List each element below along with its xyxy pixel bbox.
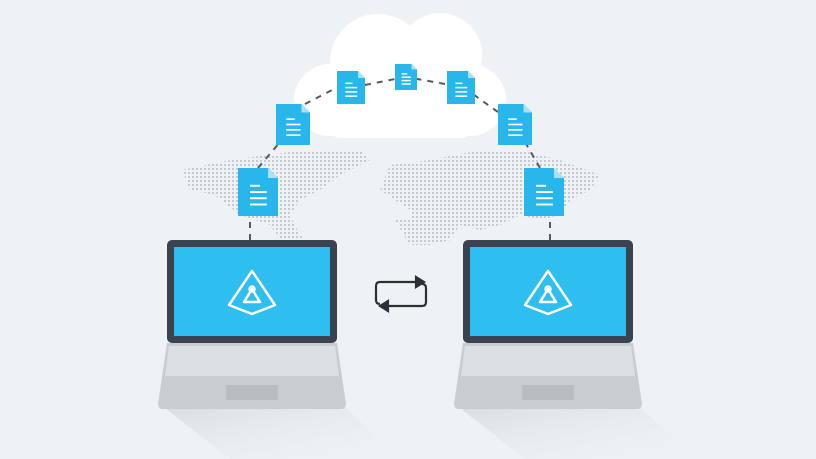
laptop-shadow-left	[165, 408, 400, 459]
transfer-path-right	[411, 77, 551, 240]
laptop-left	[158, 240, 346, 409]
triangle-logo-icon	[523, 269, 573, 316]
document-icon	[337, 71, 365, 104]
laptop-touchpad	[522, 385, 574, 400]
document-icon	[524, 168, 564, 216]
triangle-logo-icon	[227, 269, 277, 316]
document-icon	[498, 104, 532, 145]
document-icon	[238, 168, 278, 216]
laptop-right	[454, 240, 642, 409]
transfer-path-left	[249, 77, 401, 240]
sync-arrows-icon	[374, 275, 428, 313]
laptop-shadow-right	[460, 408, 700, 459]
document-icon	[395, 64, 417, 90]
laptop-keyboard-area	[165, 346, 339, 376]
document-icon	[447, 71, 475, 104]
laptop-touchpad	[226, 385, 278, 400]
document-icon	[276, 104, 310, 145]
laptop-keyboard-area	[461, 346, 635, 376]
